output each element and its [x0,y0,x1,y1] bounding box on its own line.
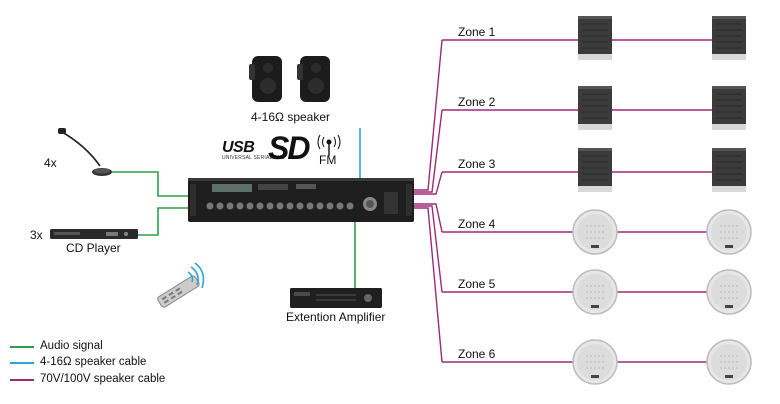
ceiling-speaker-icon [572,339,618,385]
wall-speaker-icon [578,86,612,130]
extension-amplifier-unit [290,288,382,308]
fm-logo: FM [319,153,337,167]
wall-speaker-icon [578,148,612,192]
ceiling-speaker-icon [706,339,752,385]
wall-speaker-icon [578,16,612,60]
legend-label: 4-16Ω speaker cable [40,356,147,368]
ceiling-speaker-icon [572,209,618,255]
legend-swatch [10,379,34,381]
wall-speaker-icon [712,16,746,60]
zone-label: Zone 4 [458,217,496,231]
fm-antenna-icon [317,134,341,156]
bookshelf-speaker-pair-icon [249,56,330,102]
sd-logo: SD [268,130,310,166]
microphone-icon [58,128,112,176]
zone-lines [442,39,712,363]
mic-audio-wire [110,171,188,197]
legend-label: 70V/100V speaker cable [40,373,166,385]
legend-swatch [10,346,34,348]
zone-label: Zone 1 [458,25,496,39]
zone-label: Zone 2 [458,95,496,109]
ceiling-speaker-icon [706,209,752,255]
ceiling-speaker-icon [572,269,618,315]
usb-logo-subtitle: UNIVERSAL SERIAL BUS [222,155,285,161]
usb-logo: USB [222,139,255,156]
cd-count-label: 3x [30,228,43,242]
cd-audio-wire [138,207,188,236]
remote-control-icon [157,262,205,308]
mic-count-label: 4x [44,156,57,170]
wall-speaker-icon [712,86,746,130]
extension-amplifier-label: Extention Amplifier [286,310,386,324]
zone-label: Zone 3 [458,157,496,171]
ceiling-speaker-icon [706,269,752,315]
zone-cable-trunk [412,39,443,363]
legend-label: Audio signal [40,340,103,352]
legend-swatch [10,362,34,364]
cd-player-label: CD Player [66,241,121,255]
mixer-amplifier-unit [188,178,414,222]
zone-label: Zone 6 [458,347,496,361]
wall-speaker-icon [712,148,746,192]
cd-player-icon [50,229,138,239]
zone-label: Zone 5 [458,277,496,291]
speaker-label: 4-16Ω speaker [251,110,331,124]
